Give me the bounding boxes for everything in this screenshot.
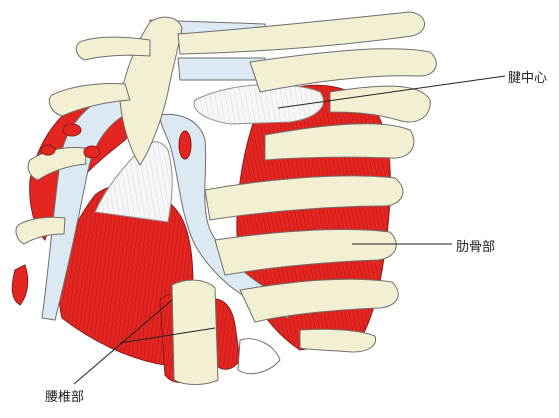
rib-left-3 [27, 147, 87, 181]
rib-3 [329, 85, 431, 123]
patch-4 [40, 144, 56, 156]
rib-left-1 [75, 36, 151, 61]
lumbar-vertebra [171, 279, 219, 385]
leader-lumbar-part-2 [119, 327, 216, 344]
central-tendon-top [193, 83, 324, 125]
leader-lines [73, 75, 506, 385]
central-tendon [94, 83, 324, 223]
leader-lumbar-part [73, 299, 173, 385]
rib-4 [264, 123, 415, 161]
patch-2 [83, 145, 101, 159]
intercostal-patches [40, 123, 192, 160]
leader-central-tendon [277, 75, 506, 109]
lumbar-crura [159, 279, 281, 385]
rib-5 [204, 175, 404, 221]
patch-1 [62, 123, 82, 137]
rib-7 [239, 278, 399, 323]
rib-left-2 [48, 83, 131, 117]
left-muscle-edge [11, 264, 29, 306]
rib-1 [177, 11, 425, 55]
label-costal-part: 肋骨部 [456, 240, 496, 255]
central-tendon-fan [94, 141, 173, 223]
label-central-tendon: 腱中心 [508, 71, 548, 86]
label-lumbar-part: 腰椎部 [45, 390, 85, 405]
ribs-right [177, 11, 437, 353]
ribs-left [15, 36, 151, 245]
rib-8 [299, 328, 377, 353]
patch-3 [178, 130, 192, 160]
rib-6 [214, 229, 397, 276]
cartilage-right-arch [159, 113, 291, 319]
lumbar-white-tissue [237, 338, 281, 375]
rib-2 [249, 48, 437, 93]
rib-left-4 [15, 216, 66, 245]
